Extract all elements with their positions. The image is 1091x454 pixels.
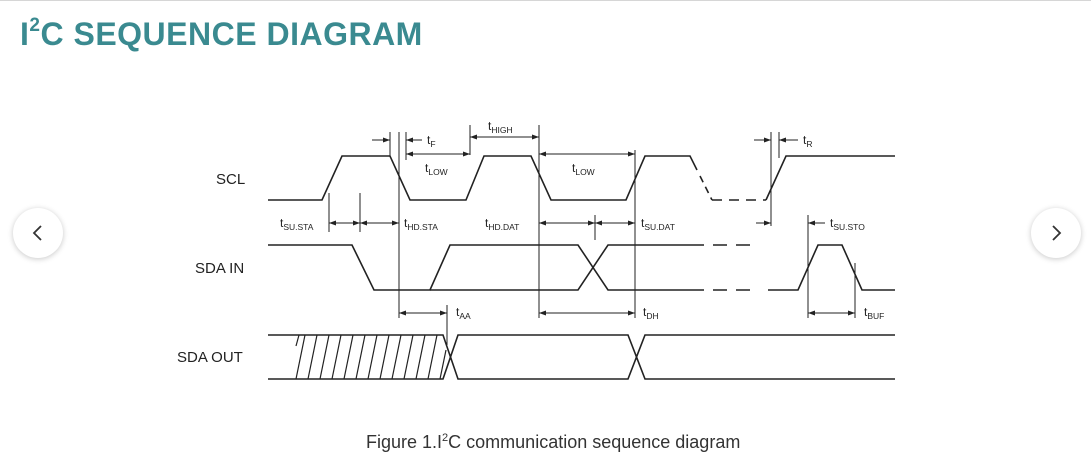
label-tbuf: tBUF xyxy=(864,305,884,321)
signal-label-sda-in: SDA IN xyxy=(195,260,244,277)
label-tsu-dat: tSU.DAT xyxy=(641,216,675,232)
scl-waveform xyxy=(268,155,895,201)
sda-out-undefined-hatch xyxy=(295,334,447,380)
chevron-right-icon xyxy=(1052,225,1062,241)
page-title: I2C SEQUENCE DIAGRAM xyxy=(20,14,423,54)
sda-in-waveform xyxy=(268,244,895,291)
label-thd-dat: tHD.DAT xyxy=(485,216,519,232)
signal-label-scl: SCL xyxy=(216,171,245,188)
label-thd-sta: tHD.STA xyxy=(404,216,438,232)
label-tdh: tDH xyxy=(643,305,659,321)
reference-lines xyxy=(328,125,856,345)
title-prefix: I xyxy=(20,16,30,52)
label-tf: tF xyxy=(427,133,436,149)
label-tsu-sto: tSU.STO xyxy=(830,216,865,232)
label-tlow-2: tLOW xyxy=(572,161,595,177)
title-superscript: 2 xyxy=(29,15,41,37)
caption-superscript: 2 xyxy=(442,432,449,444)
label-tlow-1: tLOW xyxy=(425,161,448,177)
label-tr: tR xyxy=(803,133,812,149)
caption-prefix: Figure 1.I xyxy=(366,432,443,452)
title-rest: C SEQUENCE DIAGRAM xyxy=(40,16,423,52)
timing-arrows xyxy=(329,134,855,316)
top-divider xyxy=(0,0,1091,1)
label-taa: tAA xyxy=(456,305,471,321)
signal-label-sda-out: SDA OUT xyxy=(177,349,243,366)
caption-rest: C communication sequence diagram xyxy=(448,432,741,452)
label-thigh: tHIGH xyxy=(488,119,513,135)
figure-caption: Figure 1.I2C communication sequence diag… xyxy=(366,432,740,453)
label-tsu-sta: tSU.STA xyxy=(280,216,314,232)
sda-out-waveform xyxy=(268,334,895,380)
previous-slide-button[interactable] xyxy=(13,208,63,258)
chevron-left-icon xyxy=(32,225,42,241)
next-slide-button[interactable] xyxy=(1031,208,1081,258)
